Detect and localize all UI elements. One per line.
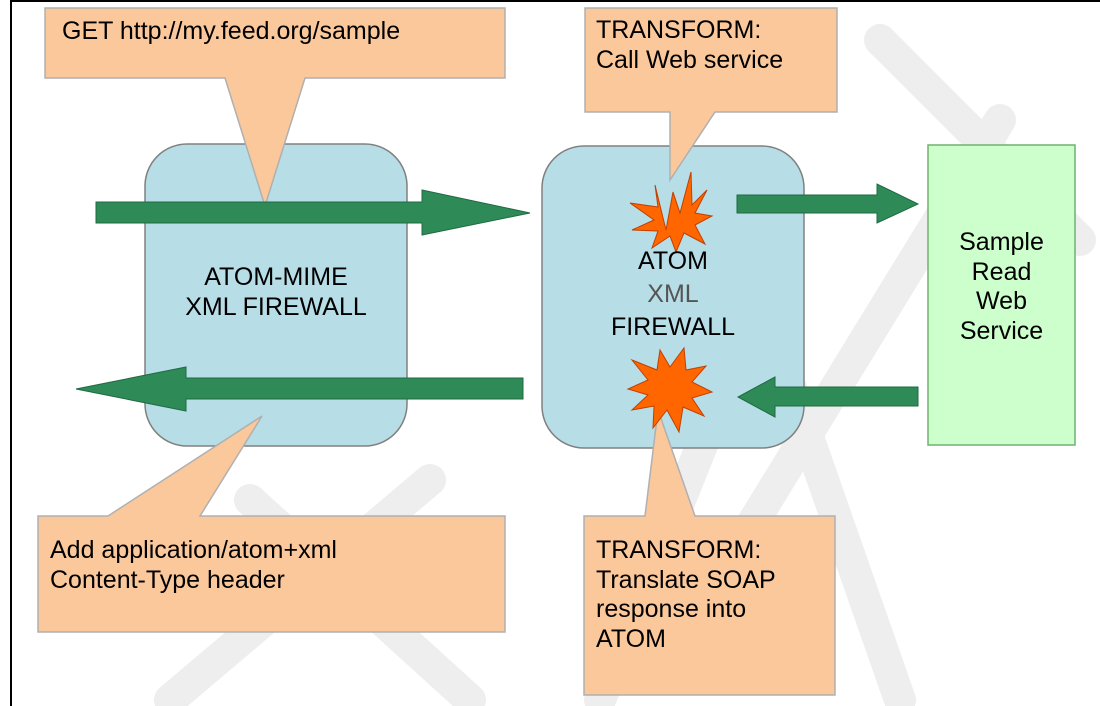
callout-transform-call-line: Call Web service <box>596 45 784 74</box>
callout-transform-call-line: TRANSFORM: <box>596 16 762 44</box>
atom-mime-firewall-line: XML FIREWALL <box>185 292 367 321</box>
web-service-line: Sample <box>959 228 1044 256</box>
transform-burst-icon <box>629 171 714 254</box>
request-arrow-left <box>95 189 531 236</box>
callout-add-header-line: Content-Type header <box>50 565 285 594</box>
atom-firewall-line: FIREWALL <box>610 313 736 341</box>
callout-add-header-line: Add application/atom+xml <box>50 536 337 564</box>
callout-get-request-text: GET http://my.feed.org/sample <box>62 17 401 45</box>
callout-transform-translate-text: TRANSFORM: Translate SOAP response into … <box>596 536 776 654</box>
callout-transform-translate-line: ATOM <box>596 624 666 653</box>
callout-add-header <box>37 415 506 633</box>
transform-burst-icon <box>626 346 714 434</box>
web-service-line: Service <box>959 316 1044 345</box>
callout-transform-translate-line: TRANSFORM: <box>596 536 762 564</box>
callout-transform-call-text: TRANSFORM: Call Web service <box>596 16 783 75</box>
callout-transform-call <box>584 7 838 183</box>
web-service-line: Read <box>971 257 1032 286</box>
web-service-line: Web <box>976 287 1027 315</box>
callout-transform-translate <box>583 409 836 696</box>
atom-firewall-line: ATOM <box>638 247 708 275</box>
atom-firewall-line: XML <box>647 280 699 308</box>
callout-transform-translate-line: response into <box>596 595 747 623</box>
atom-mime-firewall-line: ATOM-MIME <box>204 263 348 291</box>
callout-add-header-text: Add application/atom+xml Content-Type he… <box>50 536 337 595</box>
frame-left-border <box>10 0 12 706</box>
request-arrow-right <box>736 183 920 224</box>
sample-read-web-service-box <box>927 144 1076 446</box>
callout-transform-translate-line: Translate SOAP <box>596 565 776 594</box>
atom-firewall-label: ATOM XML FIREWALL <box>542 245 804 344</box>
web-service-label: Sample Read Web Service <box>928 228 1075 346</box>
frame-top-border <box>10 0 1100 2</box>
callout-get-request <box>44 7 506 209</box>
atom-mime-firewall-label: ATOM-MIME XML FIREWALL <box>145 263 407 322</box>
response-arrow-right <box>736 376 919 418</box>
response-arrow-left <box>75 366 524 412</box>
